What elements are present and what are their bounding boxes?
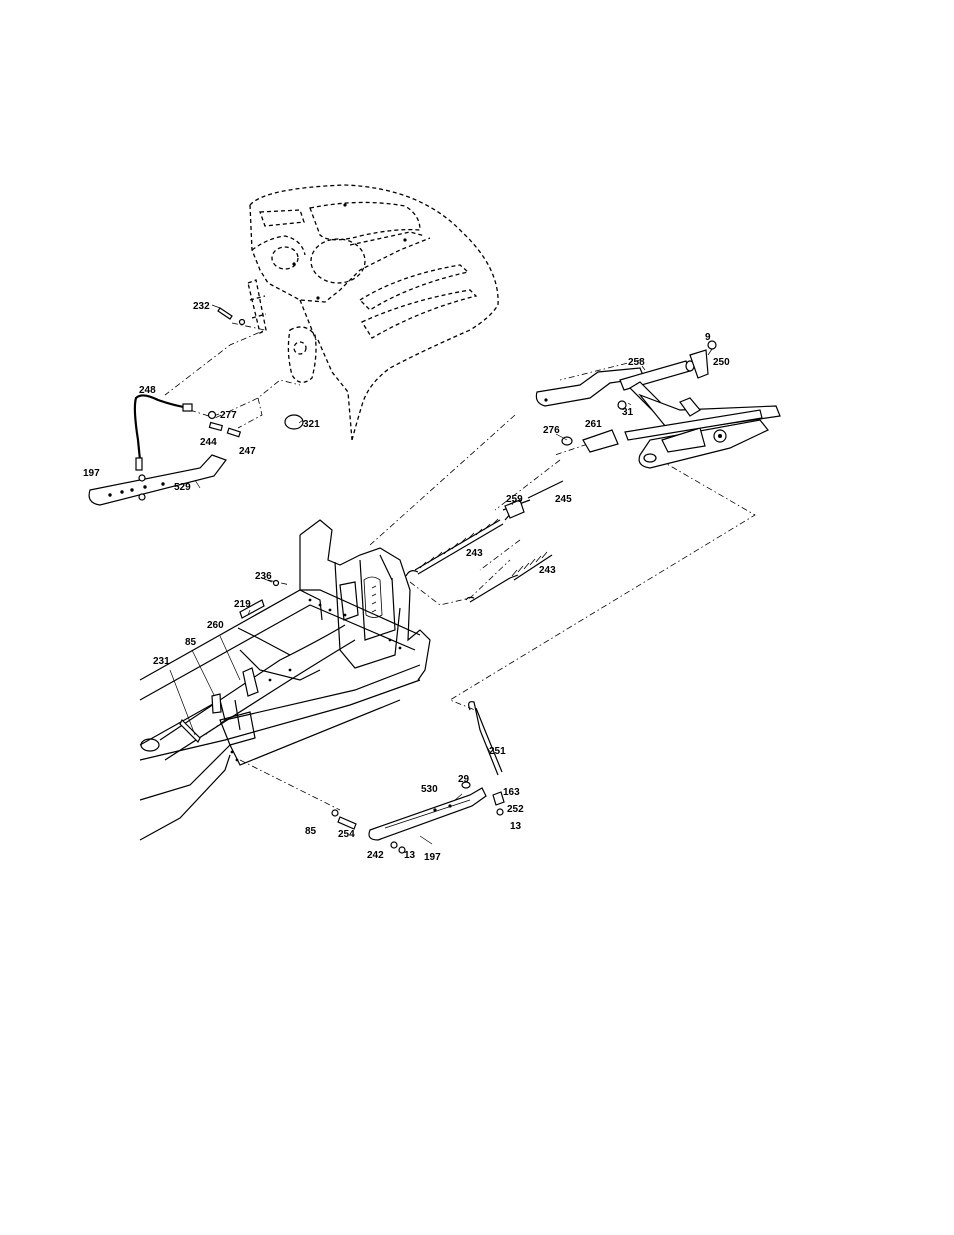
part-label-252: 252	[507, 804, 524, 815]
part-label-261: 261	[585, 419, 602, 430]
part-label-251: 251	[489, 746, 506, 757]
part-label-197-lower: 197	[424, 852, 441, 863]
part-label-231: 231	[153, 656, 170, 667]
part-label-31: 31	[622, 407, 634, 418]
part-label-197-upper: 197	[83, 468, 100, 479]
springs	[406, 481, 563, 602]
tractor-frame	[140, 520, 430, 840]
lift-cable-assembly	[89, 395, 240, 505]
part-label-243-upper: 243	[466, 548, 483, 559]
part-label-13-right: 13	[510, 821, 522, 832]
part-label-529: 529	[174, 482, 191, 493]
part-label-242: 242	[367, 850, 384, 861]
part-label-321: 321	[303, 419, 320, 430]
part-label-163: 163	[503, 787, 520, 798]
part-label-29: 29	[458, 774, 470, 785]
lower-linkage	[332, 702, 504, 853]
part-label-85-lower: 85	[305, 826, 317, 837]
part-label-260: 260	[207, 620, 224, 631]
assembly-lines	[165, 323, 755, 810]
part-label-250: 250	[713, 357, 730, 368]
part-label-530: 530	[421, 784, 438, 795]
part-label-219: 219	[234, 599, 251, 610]
part-label-13-left: 13	[404, 850, 416, 861]
part-label-245: 245	[555, 494, 572, 505]
part-label-9: 9	[705, 332, 711, 343]
part-label-277: 277	[220, 410, 237, 421]
part-label-85-upper: 85	[185, 637, 197, 648]
part-label-244: 244	[200, 437, 217, 448]
fender-hood-outline	[248, 185, 498, 440]
part-label-254: 254	[338, 829, 355, 840]
part-label-248: 248	[139, 385, 156, 396]
part-label-236: 236	[255, 571, 272, 582]
part-label-243-lower: 243	[539, 565, 556, 576]
part-label-247: 247	[239, 446, 256, 457]
part-label-232: 232	[193, 301, 210, 312]
part-label-259: 259	[506, 494, 523, 505]
part-label-258: 258	[628, 357, 645, 368]
part-label-276: 276	[543, 425, 560, 436]
